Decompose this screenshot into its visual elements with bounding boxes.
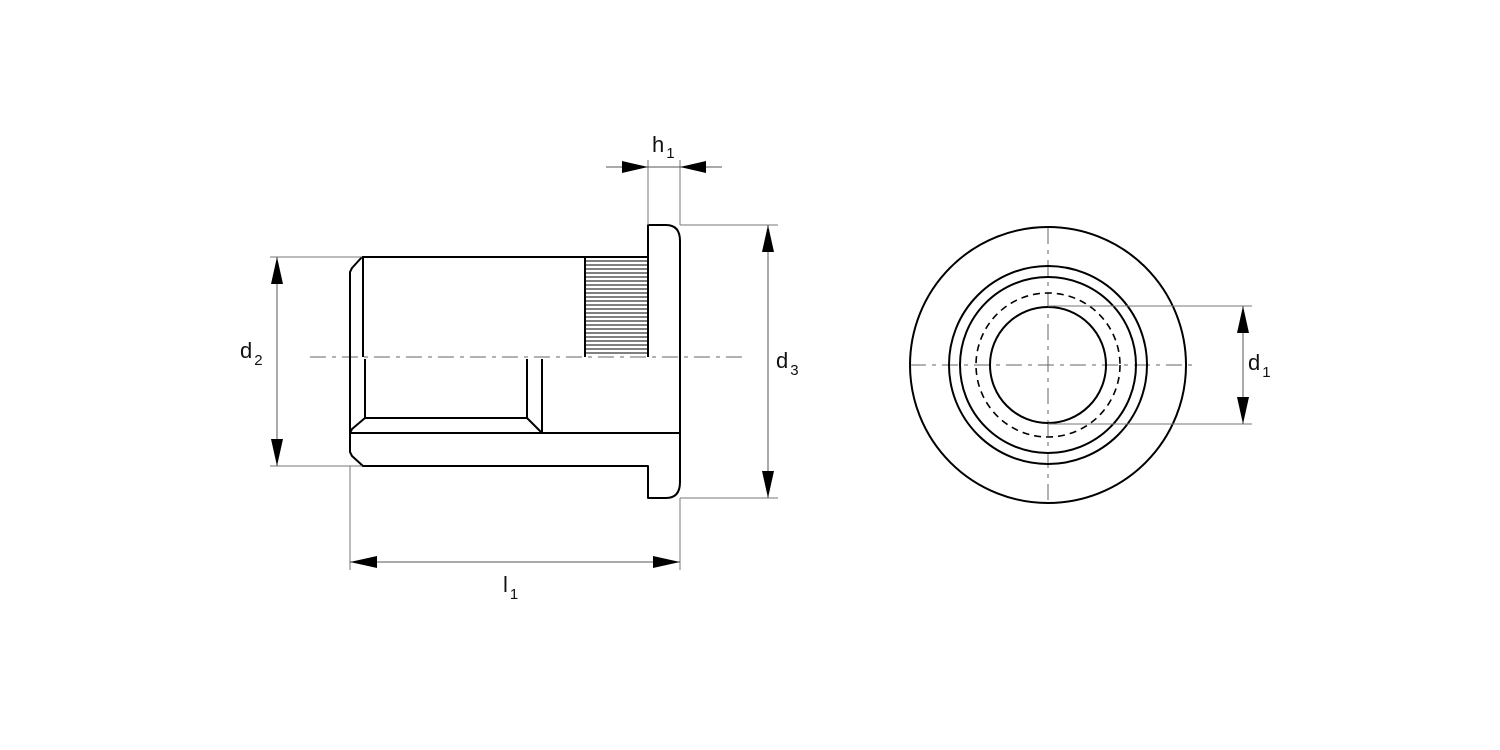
front-chamfer-upper — [349, 256, 363, 357]
counterbore-chamfers — [349, 359, 543, 434]
lower-outline — [349, 357, 681, 499]
shank-outer-circle — [948, 265, 1148, 465]
thread-major-circle — [975, 292, 1121, 438]
upper-outline — [362, 224, 681, 357]
counterbore — [364, 359, 528, 419]
knurl-pattern — [584, 257, 649, 357]
chamfer-circle — [959, 276, 1137, 454]
end-view — [909, 226, 1192, 505]
thread-minor-circle — [989, 306, 1107, 424]
side-view — [310, 224, 748, 499]
flange-circle — [909, 226, 1187, 504]
